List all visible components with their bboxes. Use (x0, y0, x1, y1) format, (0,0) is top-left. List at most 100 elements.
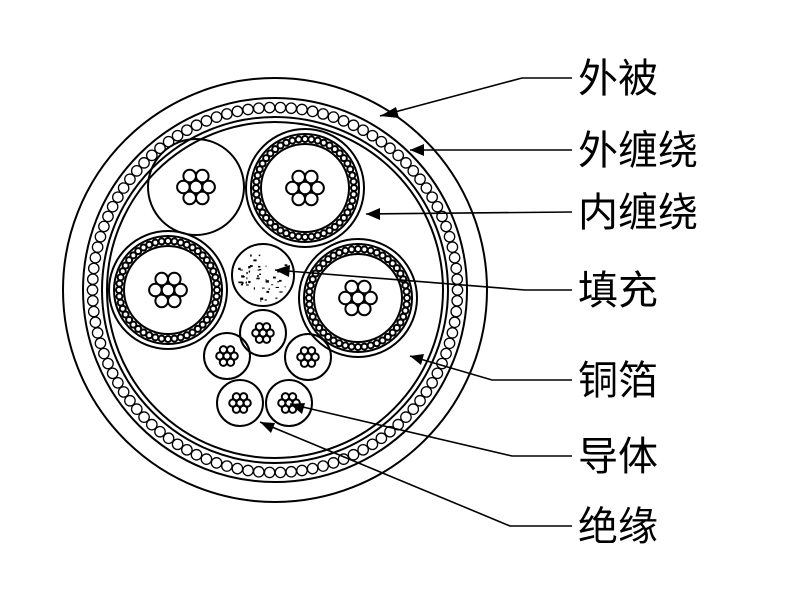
braid-strand (400, 157, 412, 169)
conductor-strand (344, 279, 360, 295)
braid-strand (252, 177, 261, 186)
braid-strand (319, 259, 328, 268)
cable-rings (62, 77, 488, 503)
conductor-strand (357, 301, 372, 317)
filler-speckle (248, 270, 251, 273)
braid-strand (330, 145, 339, 154)
filler-speckle (248, 266, 250, 269)
braid-strand (157, 237, 166, 246)
filler-speckle (258, 254, 261, 257)
conductor-strand (226, 345, 236, 355)
filler-speckle (265, 265, 267, 267)
braid-strand (349, 177, 358, 186)
braid-strand (171, 129, 184, 142)
braid-strand (171, 438, 184, 451)
conductor-strand (307, 358, 317, 368)
braid-strand (134, 324, 143, 333)
braid-strand (396, 318, 405, 327)
core-conductor (296, 346, 320, 368)
braid-strand (392, 149, 405, 162)
braid-strand (112, 191, 124, 204)
filler-speckle (264, 299, 267, 301)
braid-strand (315, 323, 324, 332)
braid-strand (231, 462, 244, 475)
braid-strand (407, 403, 420, 415)
braid-strand (307, 232, 316, 241)
arrow-outer-wrap (410, 144, 424, 156)
braid-strand (125, 256, 134, 265)
braid-strand (366, 341, 375, 350)
braid-strand (106, 367, 119, 380)
conductor-strand (285, 180, 300, 196)
filler-speckle (259, 269, 262, 271)
filler-speckle (271, 284, 274, 286)
braid-strand (285, 465, 298, 478)
conductor-strand (195, 190, 210, 206)
leader-conductor (289, 403, 572, 457)
braid-strand (276, 226, 285, 235)
braid-strand (450, 262, 463, 275)
braid-strand (116, 298, 125, 307)
braid-strand (446, 241, 459, 253)
braid-strand (294, 232, 303, 241)
braid-strand (347, 342, 356, 351)
braid-strand (317, 108, 329, 120)
braid-strand (206, 310, 215, 319)
filler-speckle (250, 254, 252, 257)
filler-speckle (275, 297, 278, 299)
inner-wrap-braid (305, 245, 411, 351)
label-copper-foil: 铜箔 (578, 358, 658, 404)
braid-strand (262, 213, 271, 222)
core-insulation (123, 245, 213, 335)
braid-strand (296, 103, 308, 116)
label-outer-sheath: 外被 (578, 56, 658, 102)
core-outer-ring (245, 128, 365, 248)
braid-strand (190, 448, 203, 461)
core-foil-ring (250, 133, 360, 243)
braid-strand (354, 245, 362, 253)
braid-strand (443, 337, 456, 350)
filler-speckle (241, 275, 245, 278)
braid-strand (164, 237, 172, 245)
braid-strand (446, 327, 459, 339)
filler-speckle (246, 284, 249, 286)
braid-strand (305, 287, 314, 296)
core-conductor (277, 392, 301, 414)
braid-strand (402, 287, 411, 296)
braid-strand (317, 460, 329, 472)
braid-strand (271, 222, 280, 231)
outer-wrap-braid (86, 101, 464, 479)
braid-strand (360, 342, 369, 351)
braid-strand (86, 273, 99, 286)
filler-speckle (253, 287, 255, 290)
braid-strand (134, 247, 143, 256)
braid-strand (253, 196, 262, 205)
braid-strand (420, 182, 433, 194)
braid-strand (319, 328, 328, 337)
braid-strand (348, 171, 357, 180)
screened-core-left (108, 230, 228, 350)
braid-strand (375, 432, 388, 445)
braid-strand (324, 332, 333, 341)
braid-strand (252, 184, 260, 192)
braid-strand (198, 320, 207, 329)
filler-speckle (284, 286, 286, 288)
core-outer-ring (298, 238, 418, 358)
screened-core-right (298, 238, 418, 358)
leader-lines (259, 77, 573, 527)
braid-strand (443, 230, 456, 243)
core-foil-ring (303, 243, 413, 353)
small-core-5 (265, 379, 313, 427)
filler-speckle (240, 283, 243, 286)
braid-strand (436, 210, 448, 223)
braid-strand (357, 443, 369, 456)
braid-strand (313, 231, 322, 240)
conductor-strand (254, 322, 264, 332)
braid-strand (94, 230, 107, 243)
braid-strand (366, 438, 379, 451)
core-insulation (284, 333, 332, 381)
diagram-labels: 外被 外缠绕 内缠绕 填充 铜箔 导体 绝缘 (578, 56, 698, 550)
braid-strand (327, 111, 340, 123)
conductor-strand (167, 271, 182, 287)
conductor-strand (291, 169, 307, 185)
